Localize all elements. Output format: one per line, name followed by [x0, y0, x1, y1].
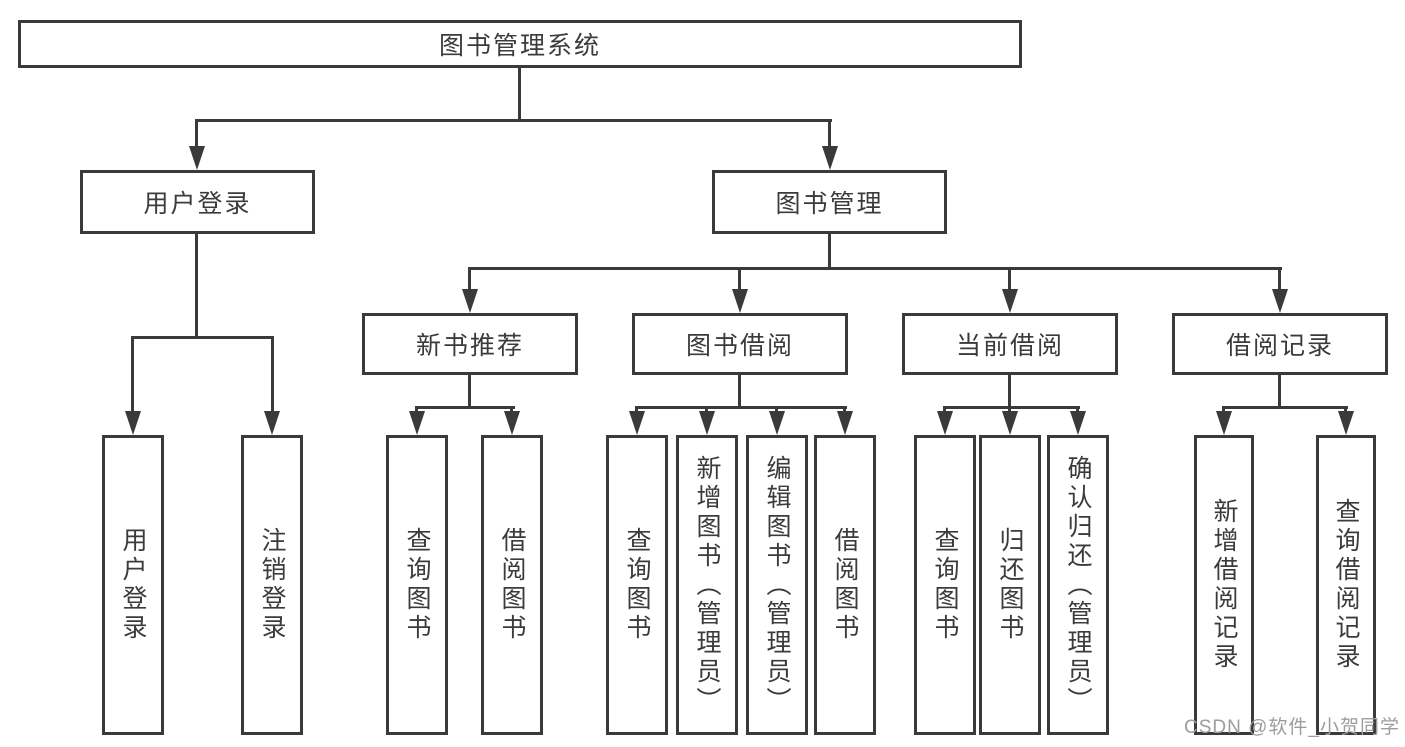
node-label: 当前借阅 [955, 332, 1064, 360]
connector-line [1222, 406, 1348, 409]
connector-line [468, 267, 471, 293]
arrow-down-icon [1338, 411, 1354, 435]
connector-line [828, 232, 831, 270]
leaf-query-books-current: 查询图书 [914, 435, 976, 735]
arrow-down-icon [732, 289, 748, 313]
connector-line [131, 336, 134, 414]
leaf-label: 归还图书 [996, 527, 1024, 643]
arrow-down-icon [409, 411, 425, 435]
connector-line [738, 373, 741, 409]
leaf-confirm-return-admin: 确认归还（管理员） [1047, 435, 1109, 735]
arrow-down-icon [1002, 411, 1018, 435]
node-label: 用户登录 [143, 190, 252, 218]
csdn-watermark: CSDN @软件_小贺同学 [1184, 717, 1400, 738]
arrow-down-icon [504, 411, 520, 435]
leaf-label: 查询图书 [931, 527, 959, 643]
leaf-label: 编辑图书（管理员） [763, 454, 791, 716]
leaf-borrow-books-recommend: 借阅图书 [481, 435, 543, 735]
arrow-down-icon [837, 411, 853, 435]
connector-line [1278, 267, 1281, 293]
node-book-borrowing: 图书借阅 [632, 313, 848, 375]
arrow-down-icon [629, 411, 645, 435]
arrow-down-icon [769, 411, 785, 435]
node-label: 图书借阅 [685, 332, 794, 360]
node-library-management-system: 图书管理系统 [18, 20, 1022, 68]
leaf-label: 新增借阅记录 [1210, 498, 1238, 672]
node-user-login: 用户登录 [80, 170, 315, 234]
leaf-label: 借阅图书 [498, 527, 526, 643]
leaf-label: 确认归还（管理员） [1064, 454, 1092, 716]
leaf-query-books-borrow: 查询图书 [606, 435, 668, 735]
leaf-label: 借阅图书 [831, 527, 859, 643]
arrow-down-icon [699, 411, 715, 435]
leaf-label: 查询图书 [403, 527, 431, 643]
leaf-add-borrow-record: 新增借阅记录 [1194, 435, 1254, 735]
connector-line [635, 406, 847, 409]
arrow-down-icon [822, 146, 838, 170]
node-new-book-recommendation: 新书推荐 [362, 313, 578, 375]
arrow-down-icon [125, 411, 141, 435]
connector-line [271, 336, 274, 414]
leaf-label: 用户登录 [119, 527, 147, 643]
connector-line [943, 406, 1080, 409]
connector-line [738, 267, 741, 293]
leaf-borrow-books: 借阅图书 [814, 435, 876, 735]
leaf-label: 注销登录 [258, 527, 286, 643]
connector-line [828, 119, 831, 151]
node-label: 图书管理 [775, 190, 884, 218]
arrow-down-icon [1002, 289, 1018, 313]
connector-line [195, 119, 832, 122]
node-label: 新书推荐 [415, 332, 524, 360]
connector-line [1008, 373, 1011, 409]
arrow-down-icon [1272, 289, 1288, 313]
arrow-down-icon [462, 289, 478, 313]
leaf-return-books: 归还图书 [979, 435, 1041, 735]
connector-line [1008, 267, 1011, 293]
arrow-down-icon [1070, 411, 1086, 435]
leaf-user-login: 用户登录 [102, 435, 164, 735]
arrow-down-icon [937, 411, 953, 435]
connector-line [195, 119, 198, 151]
connector-line [518, 66, 521, 122]
leaf-add-books-admin: 新增图书（管理员） [676, 435, 738, 735]
leaf-query-borrow-record: 查询借阅记录 [1316, 435, 1376, 735]
connector-line [131, 336, 274, 339]
connector-line [195, 232, 198, 339]
connector-line [468, 267, 1282, 270]
leaf-label: 查询借阅记录 [1332, 498, 1360, 672]
node-current-borrowing: 当前借阅 [902, 313, 1118, 375]
leaf-label: 新增图书（管理员） [693, 454, 721, 716]
leaf-logout: 注销登录 [241, 435, 303, 735]
node-label: 借阅记录 [1225, 332, 1334, 360]
leaf-label: 查询图书 [623, 527, 651, 643]
leaf-query-books-recommend: 查询图书 [386, 435, 448, 735]
connector-line [415, 406, 515, 409]
arrow-down-icon [189, 146, 205, 170]
node-borrowing-records: 借阅记录 [1172, 313, 1388, 375]
connector-line [468, 373, 471, 409]
node-book-management: 图书管理 [712, 170, 947, 234]
arrow-down-icon [1216, 411, 1232, 435]
node-label: 图书管理系统 [438, 32, 601, 60]
arrow-down-icon [264, 411, 280, 435]
connector-line [1278, 373, 1281, 409]
leaf-edit-books-admin: 编辑图书（管理员） [746, 435, 808, 735]
